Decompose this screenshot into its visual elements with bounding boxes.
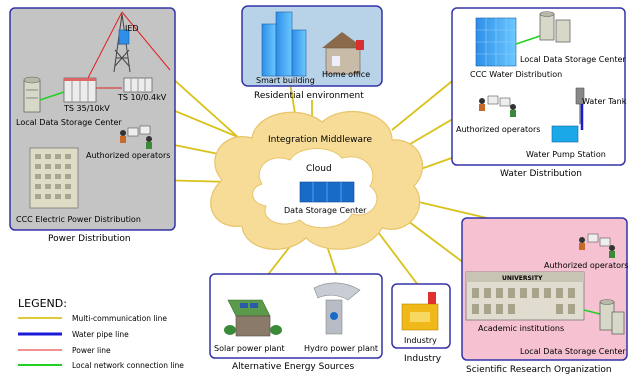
svg-text:Local network connection line: Local network connection line bbox=[72, 361, 184, 370]
ccc-water-label: CCC Water Distribution bbox=[470, 70, 562, 79]
legend-item-local-network: Local network connection line bbox=[18, 361, 184, 370]
research-server-icon bbox=[599, 299, 625, 335]
water-server-icon bbox=[539, 11, 571, 43]
power-server-icon bbox=[23, 76, 41, 113]
data-storage-center-icon bbox=[299, 181, 355, 203]
smart-building-label: Smart building bbox=[256, 76, 315, 85]
water-tank-label: Water Tank bbox=[582, 97, 627, 106]
hydro-plant-icon bbox=[313, 282, 361, 335]
solar-plant-label: Solar power plant bbox=[214, 344, 285, 353]
legend-title: LEGEND: bbox=[18, 297, 67, 310]
alternative-energy-caption: Alternative Energy Sources bbox=[232, 362, 355, 372]
academic-institutions-label: Academic institutions bbox=[478, 324, 564, 333]
svg-text:Water pipe line: Water pipe line bbox=[72, 330, 129, 339]
power-operators-icon bbox=[120, 125, 152, 149]
ccc-power-label: CCC Electric Power Distribution bbox=[16, 215, 141, 224]
smart-building-icon bbox=[261, 11, 307, 77]
power-distribution-caption: Power Distribution bbox=[48, 234, 131, 244]
link-industry bbox=[377, 231, 419, 286]
legend-item-power: Power line bbox=[18, 346, 111, 355]
water-storage-label: Local Data Storage Center bbox=[520, 55, 626, 64]
integration-middleware-label: Integration Middleware bbox=[268, 135, 373, 145]
water-operators-label: Authorized operators bbox=[456, 125, 540, 134]
water-tank-icon bbox=[575, 87, 585, 124]
water-distribution-caption: Water Distribution bbox=[500, 169, 582, 179]
svg-text:Multi-communication line: Multi-communication line bbox=[72, 314, 167, 323]
water-pump-label: Water Pump Station bbox=[526, 150, 606, 159]
industry-caption: Industry bbox=[404, 354, 442, 364]
legend-item-water: Water pipe line bbox=[18, 330, 129, 339]
solar-plant-icon bbox=[224, 299, 282, 337]
ts1-label: TS 35/10kV bbox=[63, 104, 110, 113]
ied-label: IED bbox=[125, 24, 139, 33]
home-office-label: Home office bbox=[322, 70, 370, 79]
water-pump-icon bbox=[551, 125, 579, 143]
residential-caption: Residential environment bbox=[254, 91, 364, 101]
research-storage-label: Local Data Storage Center bbox=[520, 347, 626, 356]
data-storage-center-label: Data Storage Center bbox=[284, 206, 367, 215]
svg-text:Power line: Power line bbox=[72, 346, 111, 355]
power-storage-label: Local Data Storage Center bbox=[16, 118, 122, 127]
research-operators-label: Authorized operators bbox=[544, 261, 628, 270]
power-lines bbox=[87, 11, 171, 89]
legend-item-multi: Multi-communication line bbox=[18, 314, 167, 323]
power-operators-label: Authorized operators bbox=[86, 151, 170, 160]
research-caption: Scientific Research Organization bbox=[466, 365, 612, 375]
industry-icon bbox=[401, 292, 439, 331]
water-local-net-line bbox=[515, 35, 541, 45]
research-local-net-line bbox=[583, 309, 601, 315]
ts2-label: TS 10/0.4kV bbox=[117, 93, 167, 102]
university-building-icon bbox=[465, 271, 585, 321]
hydro-plant-label: Hydro power plant bbox=[304, 344, 378, 353]
ccc-power-building-icon bbox=[29, 147, 79, 209]
research-operators-icon bbox=[579, 233, 615, 258]
university-sign: UNIVERSITY bbox=[502, 275, 543, 282]
power-local-net-line bbox=[39, 91, 65, 101]
industry-label: Industry bbox=[404, 336, 437, 345]
water-operators-icon bbox=[479, 95, 516, 117]
home-office-icon bbox=[322, 32, 364, 75]
cloud-label: Cloud bbox=[306, 164, 332, 174]
ied-device-icon bbox=[118, 29, 130, 45]
substation-ts2-icon bbox=[123, 77, 153, 93]
substation-ts1-icon bbox=[63, 77, 97, 103]
